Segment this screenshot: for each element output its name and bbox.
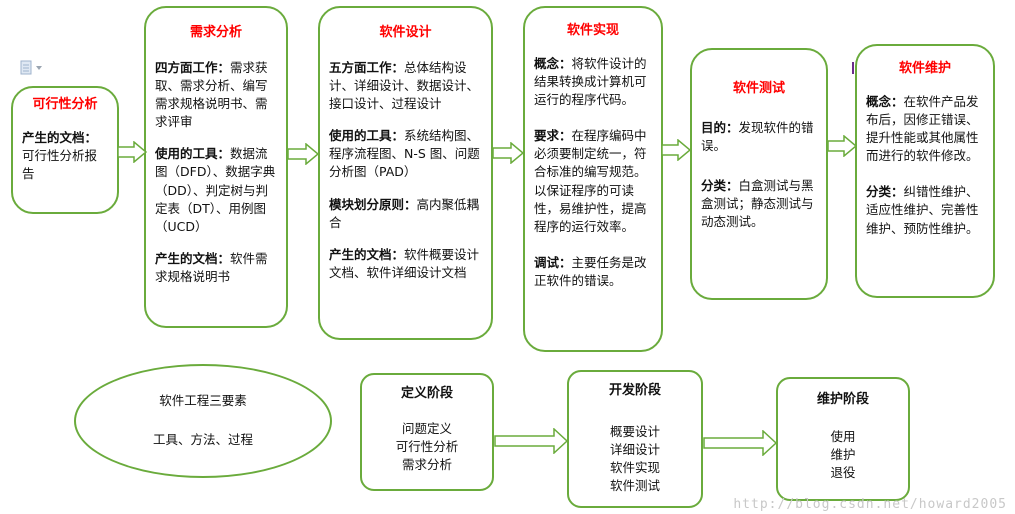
section-label: 分类： bbox=[866, 184, 904, 200]
document-icon[interactable] bbox=[20, 60, 46, 76]
section-text: 可行性分析报告 bbox=[22, 147, 98, 182]
stage-requirements: 需求分析 四方面工作：需求获取、需求分析、编写需求规格说明书、需求评审 使用的工… bbox=[144, 6, 288, 328]
section-text: 总体结构设计、详细设计、数据设计、接口设计、过程设计 bbox=[329, 59, 480, 112]
stage-maintenance: 软件维护 概念：在软件产品发布后，因修正错误、提升性能或其他属性而进行的软件修改… bbox=[855, 44, 995, 298]
phase-definition: 定义阶段 问题定义 可行性分析 需求分析 bbox=[360, 373, 494, 491]
phase-development: 开发阶段 概要设计 详细设计 软件实现 软件测试 bbox=[567, 370, 703, 508]
stage-title: 软件测试 bbox=[732, 81, 785, 96]
phase-title: 维护阶段 bbox=[816, 392, 869, 407]
stage-section: 调试：主要任务是改正软件的错误。 bbox=[534, 254, 652, 290]
phase-item: 退役 bbox=[830, 465, 856, 481]
section-text: 发现软件的错误。 bbox=[701, 119, 814, 153]
section-label: 要求： bbox=[534, 128, 572, 144]
phase-item: 维护 bbox=[830, 446, 856, 462]
section-label: 模块划分原则： bbox=[329, 196, 417, 212]
section-label: 概念： bbox=[866, 93, 904, 109]
stage-section: 分类：白盒测试与黑盒测试；静态测试与动态测试。 bbox=[701, 177, 817, 231]
stage-title: 软件实现 bbox=[566, 23, 619, 38]
section-text: 纠错性维护、适应性维护、完善性维护、预防性维护。 bbox=[866, 184, 979, 236]
three-elements-title: 软件工程三要素 bbox=[159, 393, 247, 408]
section-label: 四方面工作： bbox=[155, 59, 231, 75]
section-label: 使用的工具： bbox=[329, 128, 405, 144]
phase-item: 需求分析 bbox=[401, 457, 452, 473]
stage-section: 产生的文档： 可行性分析报告 bbox=[22, 129, 108, 183]
phase-item: 软件实现 bbox=[609, 460, 660, 476]
stage-section: 分类：纠错性维护、适应性维护、完善性维护、预防性维护。 bbox=[866, 183, 984, 237]
arrow-right-icon bbox=[661, 139, 691, 161]
arrow-right-icon bbox=[703, 430, 777, 456]
phase-item: 软件测试 bbox=[609, 478, 660, 494]
stage-testing: 软件测试 目的：发现软件的错误。 分类：白盒测试与黑盒测试；静态测试与动态测试。 bbox=[690, 48, 828, 300]
section-text: 软件概要设计文档、软件详细设计文档 bbox=[329, 246, 480, 280]
section-label: 产生的文档： bbox=[155, 250, 231, 266]
stage-section: 要求：在程序编码中必须要制定统一，符合标准的编写规范。以保证程序的可读性，易维护… bbox=[534, 127, 652, 236]
stage-feasibility: 可行性分析 产生的文档： 可行性分析报告 bbox=[11, 86, 119, 214]
section-text: 软件需求规格说明书 bbox=[155, 250, 268, 285]
section-label: 产生的文档： bbox=[22, 129, 98, 145]
arrow-right-icon bbox=[117, 141, 147, 163]
purple-marker bbox=[852, 62, 854, 74]
section-text: 需求获取、需求分析、编写需求规格说明书、需求评审 bbox=[155, 59, 268, 130]
arrow-right-icon bbox=[494, 428, 568, 454]
phase-title: 开发阶段 bbox=[608, 383, 661, 398]
stage-title: 可行性分析 bbox=[32, 97, 98, 112]
arrow-right-icon bbox=[287, 143, 319, 165]
phase-item: 问题定义 bbox=[401, 420, 452, 436]
stage-section: 四方面工作：需求获取、需求分析、编写需求规格说明书、需求评审 bbox=[155, 59, 277, 132]
stage-section: 使用的工具：数据流图（DFD）、数据字典（DD）、判定树与判定表（DT）、用例图… bbox=[155, 145, 277, 236]
section-text: 将软件设计的结果转换成计算机可运行的程序代码。 bbox=[534, 55, 647, 108]
stage-section: 五方面工作：总体结构设计、详细设计、数据设计、接口设计、过程设计 bbox=[329, 59, 482, 113]
stage-section: 使用的工具：系统结构图、程序流程图、N-S 图、问题分析图（PAD） bbox=[329, 127, 482, 181]
section-label: 概念： bbox=[534, 55, 572, 71]
arrow-right-icon bbox=[492, 142, 524, 164]
stage-implementation: 软件实现 概念：将软件设计的结果转换成计算机可运行的程序代码。 要求：在程序编码… bbox=[523, 6, 663, 352]
stage-title: 需求分析 bbox=[189, 25, 242, 40]
section-label: 使用的工具： bbox=[155, 146, 231, 162]
phase-item: 可行性分析 bbox=[395, 438, 459, 454]
arrow-right-icon bbox=[827, 135, 857, 157]
phase-title: 定义阶段 bbox=[400, 386, 453, 401]
stage-title: 软件维护 bbox=[898, 61, 951, 76]
stage-section: 目的：发现软件的错误。 bbox=[701, 119, 817, 155]
section-text: 主要任务是改正软件的错误。 bbox=[534, 254, 647, 289]
stage-design: 软件设计 五方面工作：总体结构设计、详细设计、数据设计、接口设计、过程设计 使用… bbox=[318, 6, 493, 340]
section-label: 调试： bbox=[534, 254, 572, 270]
phase-maintenance: 维护阶段 使用 维护 退役 bbox=[776, 377, 910, 501]
phase-item: 使用 bbox=[830, 428, 856, 444]
stage-section: 概念：将软件设计的结果转换成计算机可运行的程序代码。 bbox=[534, 55, 652, 109]
stage-section: 概念：在软件产品发布后，因修正错误、提升性能或其他属性而进行的软件修改。 bbox=[866, 93, 984, 166]
section-text: 白盒测试与黑盒测试；静态测试与动态测试。 bbox=[701, 178, 814, 230]
section-label: 目的： bbox=[701, 119, 739, 135]
stage-title: 软件设计 bbox=[379, 25, 432, 40]
section-label: 分类： bbox=[701, 178, 739, 194]
phase-item: 详细设计 bbox=[609, 441, 660, 457]
phase-item: 概要设计 bbox=[609, 423, 660, 439]
stage-section: 模块划分原则：高内聚低耦合 bbox=[329, 196, 482, 232]
stage-section: 产生的文档：软件概要设计文档、软件详细设计文档 bbox=[329, 246, 482, 282]
section-text: 数据流图（DFD）、数据字典（DD）、判定树与判定表（DT）、用例图（UCD） bbox=[155, 146, 276, 234]
section-text: 系统结构图、程序流程图、N-S 图、问题分析图（PAD） bbox=[329, 128, 480, 180]
three-elements-text: 工具、方法、过程 bbox=[152, 432, 253, 447]
section-text: 在软件产品发布后，因修正错误、提升性能或其他属性而进行的软件修改。 bbox=[866, 93, 979, 164]
section-label: 产生的文档： bbox=[329, 246, 405, 262]
section-label: 五方面工作： bbox=[329, 59, 405, 75]
watermark: http://blog.csdn.net/howard2005 bbox=[733, 497, 1007, 512]
stage-section: 产生的文档：软件需求规格说明书 bbox=[155, 250, 277, 286]
three-elements-ellipse: 软件工程三要素 工具、方法、过程 bbox=[74, 364, 332, 478]
section-text: 在程序编码中必须要制定统一，符合标准的编写规范。以保证程序的可读性，易维护性，提… bbox=[534, 128, 647, 234]
section-text: 高内聚低耦合 bbox=[329, 196, 480, 230]
